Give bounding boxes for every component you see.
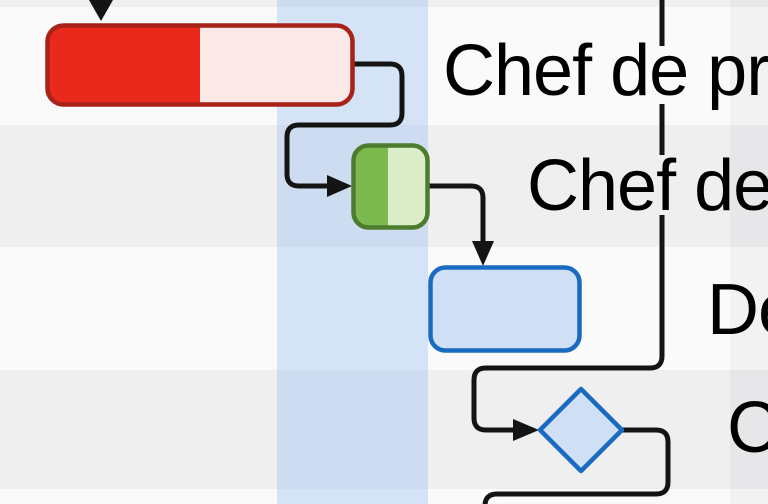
arrowhead-icon [513,419,539,441]
task-red-bar[interactable] [45,23,355,107]
task-red-border [45,23,355,107]
connector-diamond-out[interactable] [482,427,671,504]
task-green-border [351,143,430,230]
connector-line [471,215,665,433]
row-stripe-3 [0,247,768,370]
task-red-progress [47,25,200,105]
connector-red-to-green[interactable] [284,61,405,197]
arrowhead-icon [472,241,494,266]
label-ch: Ch [727,388,768,468]
label-chef-de-proc: Chef de proc [443,31,768,111]
connector-top-to-diamond[interactable] [471,0,665,441]
row-stripe-top [0,0,768,7]
arrowhead-icon [89,0,113,21]
connector-green-to-blue[interactable] [426,183,494,266]
task-green-progress [353,145,388,228]
task-blue-body [428,265,582,353]
label-de: Dé [707,270,768,350]
connector-line [482,427,671,504]
connector-line [426,183,486,241]
decision-diamond-body [537,386,625,474]
decision-diamond[interactable] [537,386,625,474]
right-shaded-column [730,0,768,504]
label-chef-de-p: Chef de p [527,146,768,226]
task-green-node[interactable] [351,143,430,230]
connector-into-red-bar[interactable] [89,0,113,21]
task-blue-node[interactable] [428,265,582,353]
arrowhead-icon [327,175,352,197]
connector-line [284,61,405,189]
